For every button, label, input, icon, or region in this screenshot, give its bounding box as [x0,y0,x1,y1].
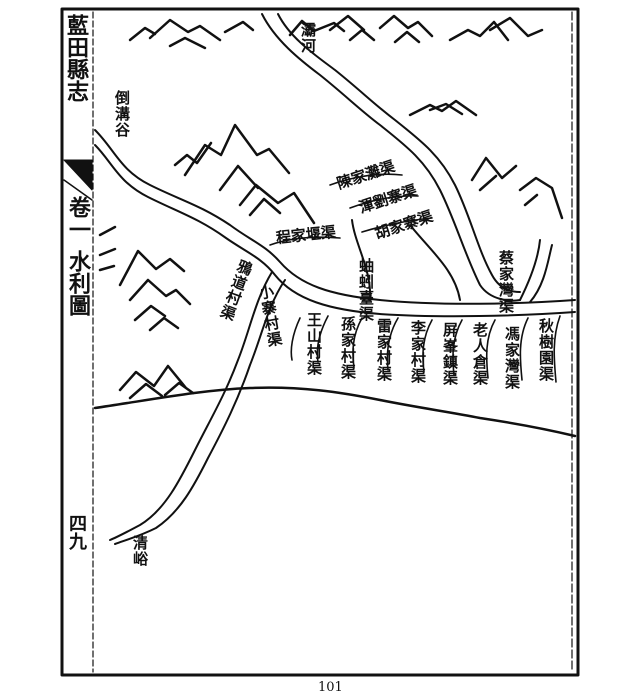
canal-label-youyintai: 蚰蚓臺渠 [357,258,375,322]
canal-label-leijiacun: 雷家村渠 [375,318,393,382]
canal-label-caijiawan: 蔡家灣渠 [497,250,515,314]
book-title: 藍田縣志 [63,14,89,102]
canal-label-qiushuyuan: 秋樹園渠 [537,318,555,382]
mountains [98,14,564,400]
river-label-ba: 灞河 [299,22,317,54]
canal-dividers [269,173,561,383]
valley-label-daogou: 倒溝谷 [113,90,131,138]
canal-label-lijiacun: 李家村渠 [409,320,427,384]
river-ba-left-bank [261,13,521,302]
section-title: 水利圖 [65,250,91,316]
river-qingyu-a [109,271,273,541]
page-frame [60,7,580,677]
canal-label-wangshancun: 王山村渠 [305,312,323,376]
river-qingyu-b [114,279,286,545]
rivers [93,13,577,545]
river-daogou-upper [94,129,576,305]
canal-label-fengjiawan: 馮家灣渠 [503,326,521,390]
leaf-number: 四九 [66,514,87,550]
river-bank-lower [93,386,577,438]
canal-label-pingfengzhen: 屏峯鎮渠 [441,322,459,386]
river-label-qingyu: 清峪 [131,535,149,567]
river-daogou-lower [94,144,576,318]
river-ba-right-bank [277,13,521,293]
page-number: 101 [318,680,343,695]
canal-label-laorencang: 老人倉渠 [471,322,489,386]
canal-label-sunjiacun: 孫家村渠 [339,316,357,380]
volume-label: 卷一 [65,196,91,240]
